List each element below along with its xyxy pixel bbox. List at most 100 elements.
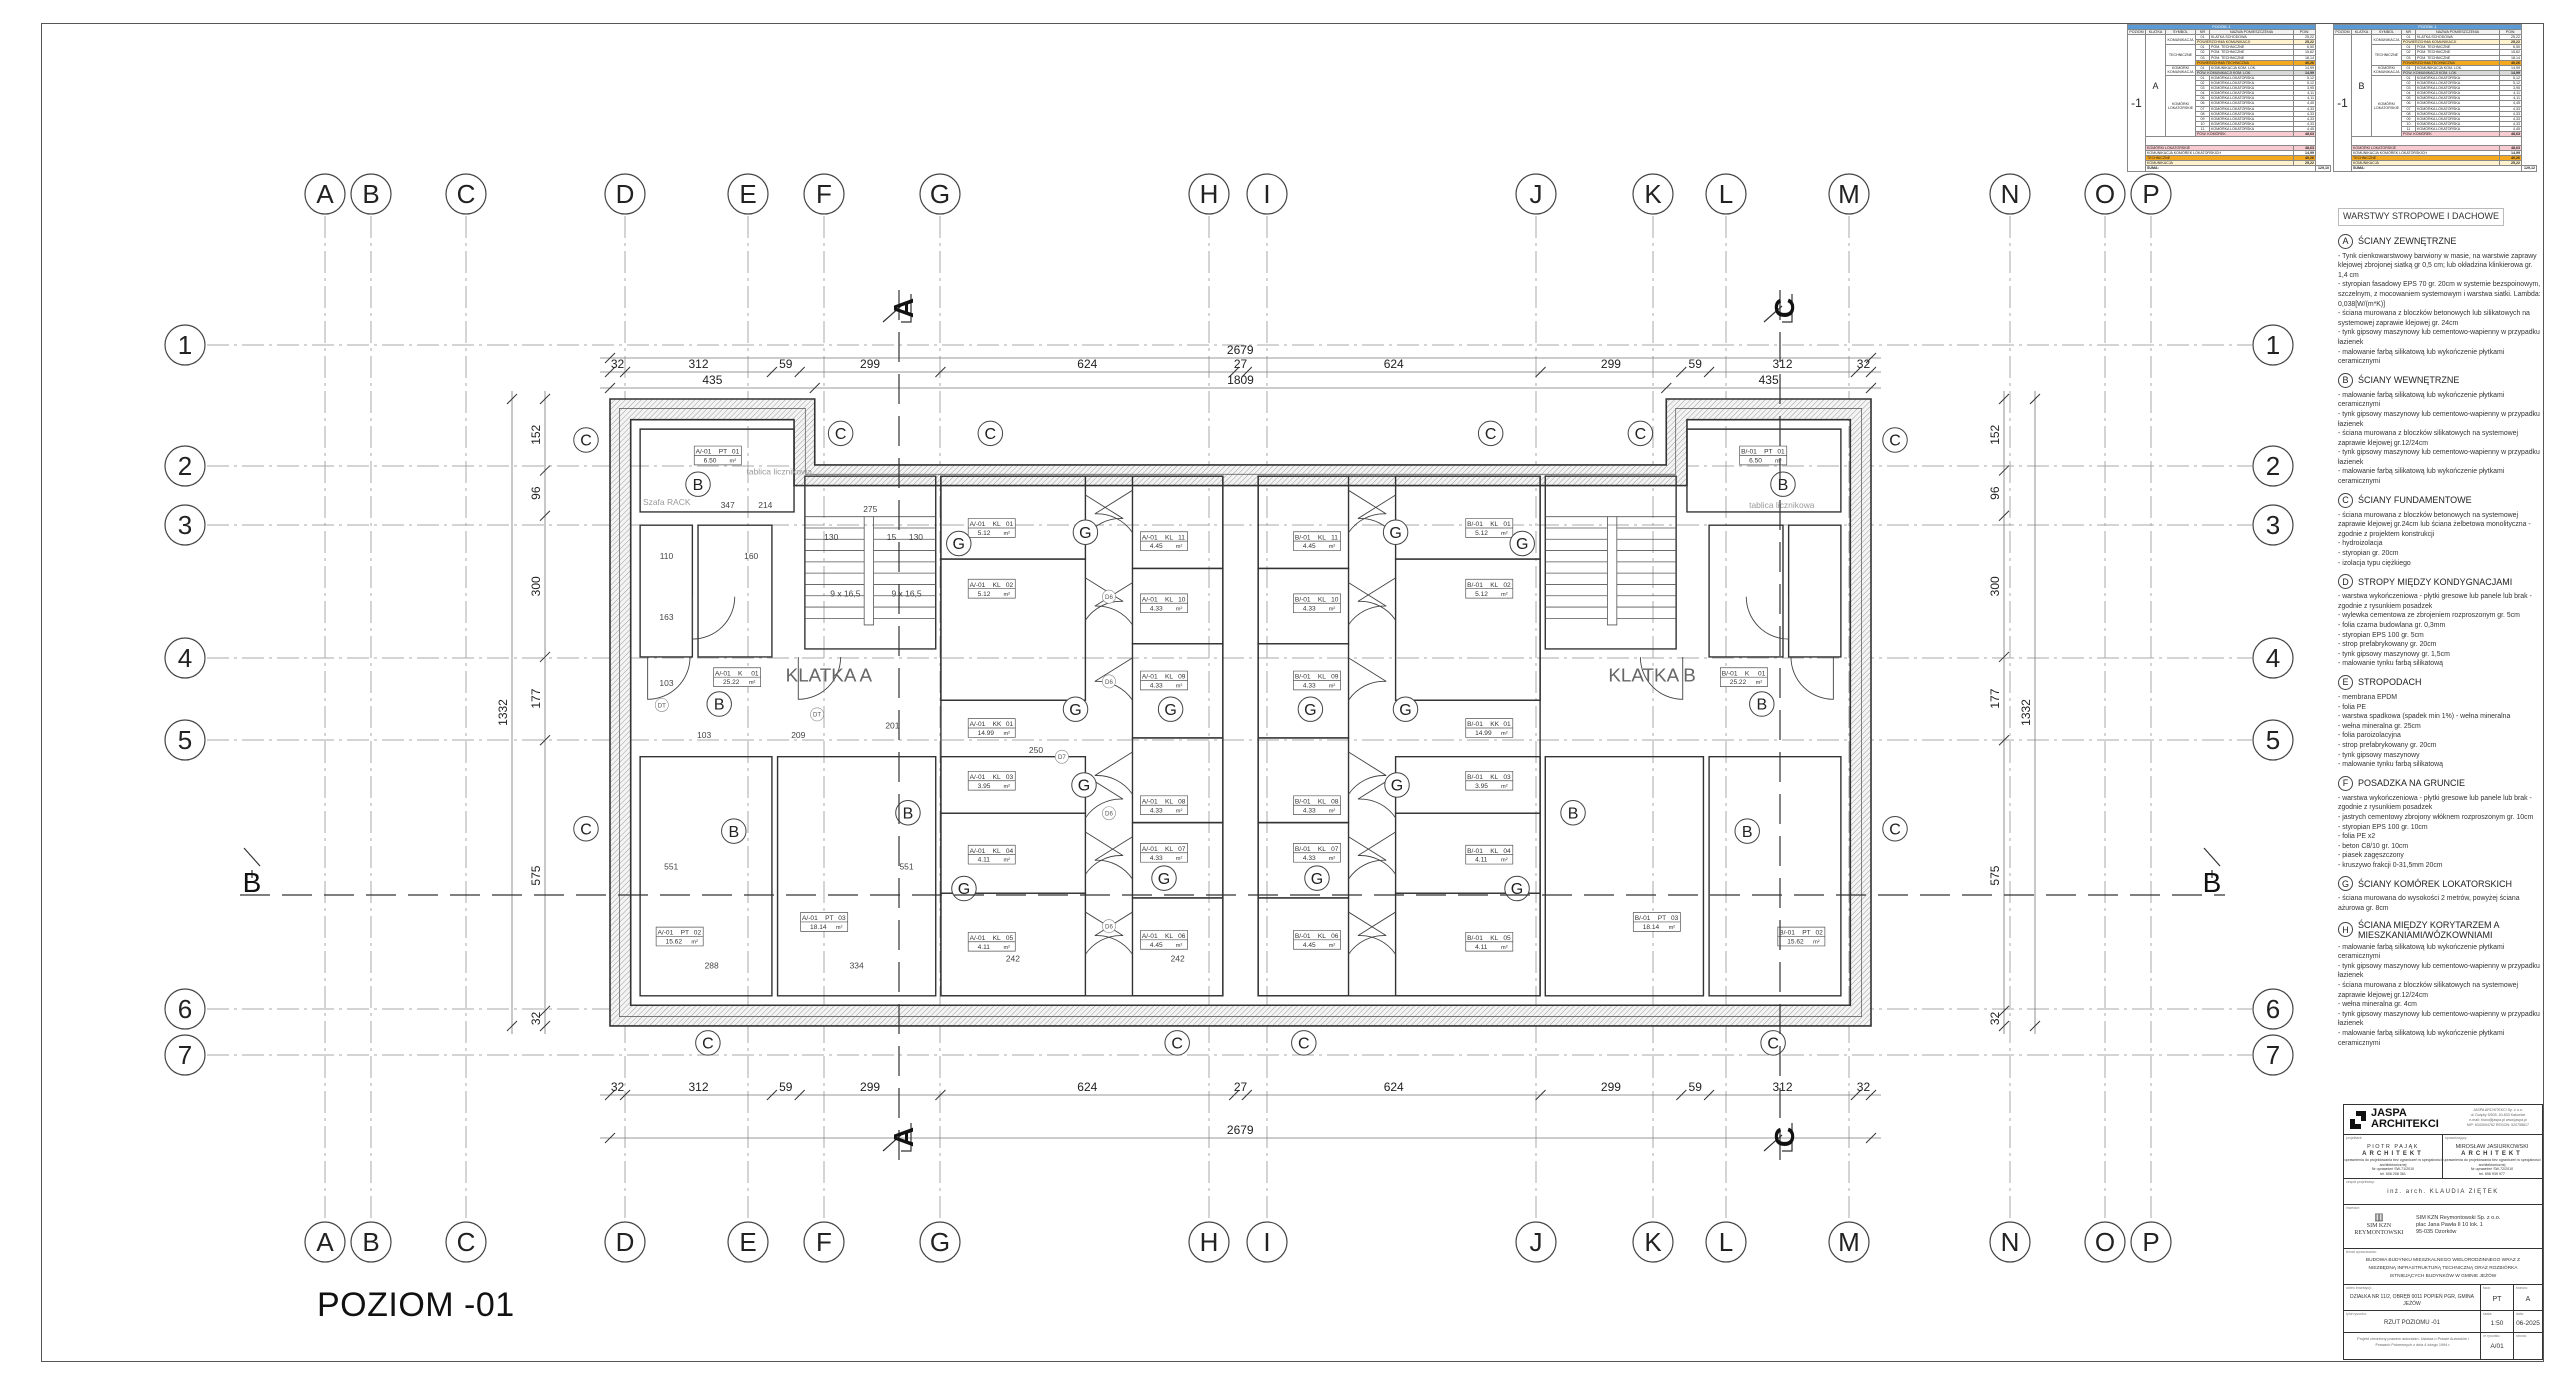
technical-room-pt02-a: [640, 757, 772, 996]
wall-type-callout: [1063, 697, 1087, 721]
wall-type-letter: C: [1485, 426, 1497, 443]
room-tag-type: KL: [1318, 846, 1326, 853]
door-tag-label: D6: [1105, 924, 1113, 931]
room-tag-number: 03: [1671, 915, 1679, 922]
total-area: 40,26: [2499, 155, 2522, 162]
drawing-level-title: POZIOM -01: [317, 1286, 515, 1324]
section-arrow-icon: [882, 294, 912, 323]
scale-value: 1:50: [2490, 1320, 2504, 1327]
room-tag-area: 25.22: [723, 679, 740, 686]
room-tag-type: KL: [993, 935, 1001, 942]
interior-dimension: 288: [705, 961, 719, 971]
interior-dimension: 15: [887, 532, 897, 542]
legend-letter-badge: D: [2338, 574, 2353, 590]
total-area: 48,63: [2293, 145, 2316, 152]
legend-item: - ściana murowana z bloczków silikatowyc…: [2338, 982, 2518, 999]
total-area: 14,99: [2293, 150, 2316, 157]
grid-label-7: 7: [2266, 1040, 2280, 1070]
dimension-label: 312: [688, 1080, 708, 1094]
room-tag-unit: m²: [1329, 684, 1336, 690]
legend-item: - membrana EPDM: [2338, 693, 2397, 701]
room-tag-unit: m²: [1329, 606, 1336, 612]
room-tag-number: 07: [1178, 846, 1186, 853]
technical-room-pt03-a: [778, 757, 936, 996]
section-marker: A: [882, 294, 919, 323]
room-tag-unit: m²: [1501, 858, 1508, 864]
accessible-wc-b: [1709, 525, 1783, 657]
room-tag-type: KL: [1165, 933, 1173, 940]
wall-type-callout: [1385, 773, 1409, 797]
grid-label-K: K: [1644, 179, 1662, 209]
room-tag-unit: m²: [1004, 784, 1011, 790]
legend-item: - styropian fasadowy EPS 70 gr. 20cm w s…: [2338, 281, 2541, 308]
legend-item: - wełna mineralna gr. 4cm: [2338, 1001, 2417, 1009]
legend-section-title: ŚCIANY ZEWNĘTRZNE: [2358, 236, 2457, 247]
room-tag-number: 02: [1006, 582, 1014, 589]
wall-type-letter: C: [580, 821, 592, 838]
grid-bubble-D: [604, 1221, 646, 1263]
drawing-title: RZUT POZIOMU -01: [2384, 1320, 2440, 1326]
wall-type-letter: G: [1069, 702, 1081, 719]
room-tag-number: 09: [1331, 674, 1339, 681]
grid-bubble-A: [304, 173, 346, 215]
room-tag-code: B/-01: [1741, 449, 1757, 456]
grid-bubble-1: [2252, 324, 2294, 366]
door-tag-label: D6: [1105, 679, 1113, 686]
wall-type-callout: [1883, 428, 1907, 452]
legend-item: - malowanie tynku farbą silikatową: [2338, 660, 2443, 668]
interior-dimension: 214: [758, 500, 772, 510]
dimension-label: 59: [779, 357, 793, 371]
investment-address: DZIAŁKA NR 11/2, OBRĘB 0011 POPIEŃ PGR, …: [2349, 1294, 2475, 1307]
room-tag-code: B/-01: [1467, 582, 1483, 589]
legend-item: - styropian gr. 20cm: [2338, 550, 2399, 558]
section-arrow-icon: [1763, 1123, 1793, 1152]
room-tag-unit: m²: [1775, 459, 1782, 465]
room-tag-area: 5.12: [978, 530, 991, 537]
grid-bubble-5: [164, 719, 206, 761]
room-tag-type: KL: [1490, 935, 1498, 942]
room-tag-code: B/-01: [1295, 846, 1311, 853]
table-title-row: POZIOM -1: [2333, 23, 2537, 31]
door-tag: [1102, 920, 1115, 933]
investor-label: inwestor:: [2346, 1206, 2361, 1210]
klatka-cell: B: [2351, 34, 2372, 138]
room-tag-unit: m²: [1329, 544, 1336, 550]
dimension-tick: [1850, 1089, 1862, 1101]
room-tag-area: 4.33: [1303, 855, 1316, 862]
exterior-wall: [610, 399, 1871, 1026]
wall-type-letter: C: [702, 1036, 714, 1053]
room-tag-type: PT: [825, 915, 833, 922]
symbol-cell: KOMÓRKI KOMUNIKACJA: [2165, 64, 2196, 76]
spacer: [2351, 136, 2522, 147]
room-tag-unit: m²: [1004, 858, 1011, 864]
interior-dimension: 103: [697, 730, 711, 740]
wall-type-callout: [722, 819, 746, 843]
dimension-label: 27: [1234, 357, 1248, 371]
room-tag-type: KL: [1490, 582, 1498, 589]
jaspa-logo-icon: [2350, 1111, 2366, 1129]
legend-item: - ściana murowana z bloczków betonowych …: [2338, 310, 2530, 327]
room-tag-area: 18.14: [810, 924, 827, 931]
technical-room-pt02-b: [1709, 757, 1841, 996]
section-letter: A: [888, 298, 919, 318]
grid-bubble-G: [919, 1221, 961, 1263]
room-tag-type: KL: [1318, 596, 1326, 603]
legend-letter-badge: C: [2338, 492, 2353, 508]
wall-type-callout: [1883, 817, 1907, 841]
section-letter: B: [2203, 867, 2222, 898]
dimension-tick: [539, 1020, 551, 1032]
